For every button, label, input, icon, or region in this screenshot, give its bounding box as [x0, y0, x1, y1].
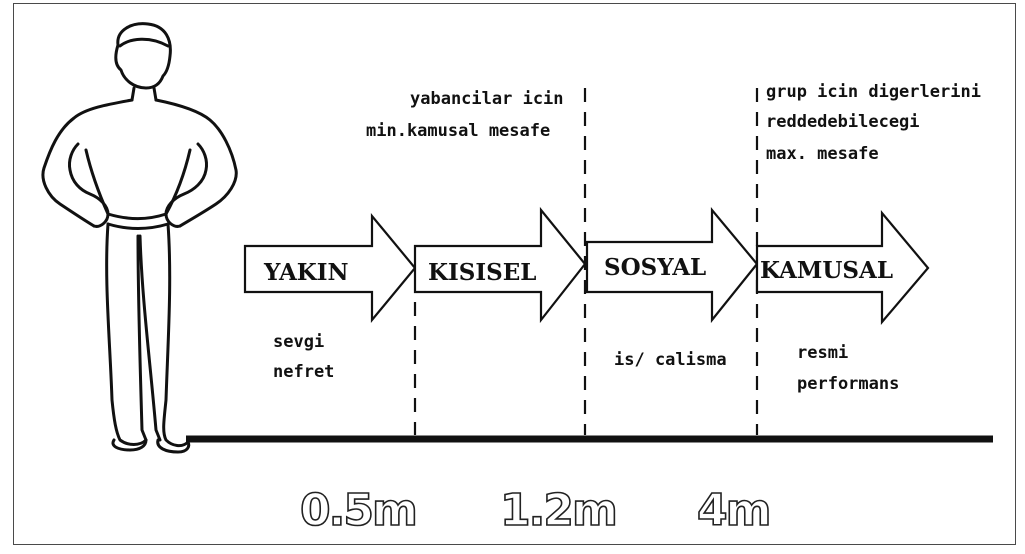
person-icon [41, 22, 238, 454]
strangers-note-line-2: min.kamusal mesafe [366, 121, 550, 141]
intimate-note-line-1: sevgi [273, 332, 324, 352]
public-note-line-1: resmi [797, 343, 848, 363]
distance-label-1-2m: 1.2m [500, 485, 616, 536]
zone-label-yakin: YAKIN [263, 259, 349, 286]
zone-arrow-yakin: YAKIN [243, 212, 417, 324]
zone-arrow-sosyal: SOSYAL [585, 206, 759, 324]
group-note-line-1: grup icin digerlerini [766, 82, 981, 102]
distance-label-0-5m: 0.5m [300, 485, 416, 536]
group-note-line-2: reddedebilecegi [766, 112, 920, 132]
public-note-line-2: performans [797, 374, 899, 394]
distance-label-4m: 4m [697, 485, 769, 536]
figure-frame [13, 3, 1016, 545]
strangers-note-line-1: yabancilar icin [410, 89, 564, 109]
intimate-note-line-2: nefret [273, 362, 334, 382]
zone-arrow-kamusal: KAMUSAL [755, 209, 930, 325]
social-note-line-1: is/ calisma [614, 350, 727, 370]
zone-label-sosyal: SOSYAL [604, 254, 706, 281]
zone-arrow-kisisel: KISISEL [413, 206, 587, 324]
zone-label-kamusal: KAMUSAL [760, 257, 893, 284]
group-note-line-3: max. mesafe [766, 144, 879, 164]
zone-label-kisisel: KISISEL [428, 259, 536, 286]
